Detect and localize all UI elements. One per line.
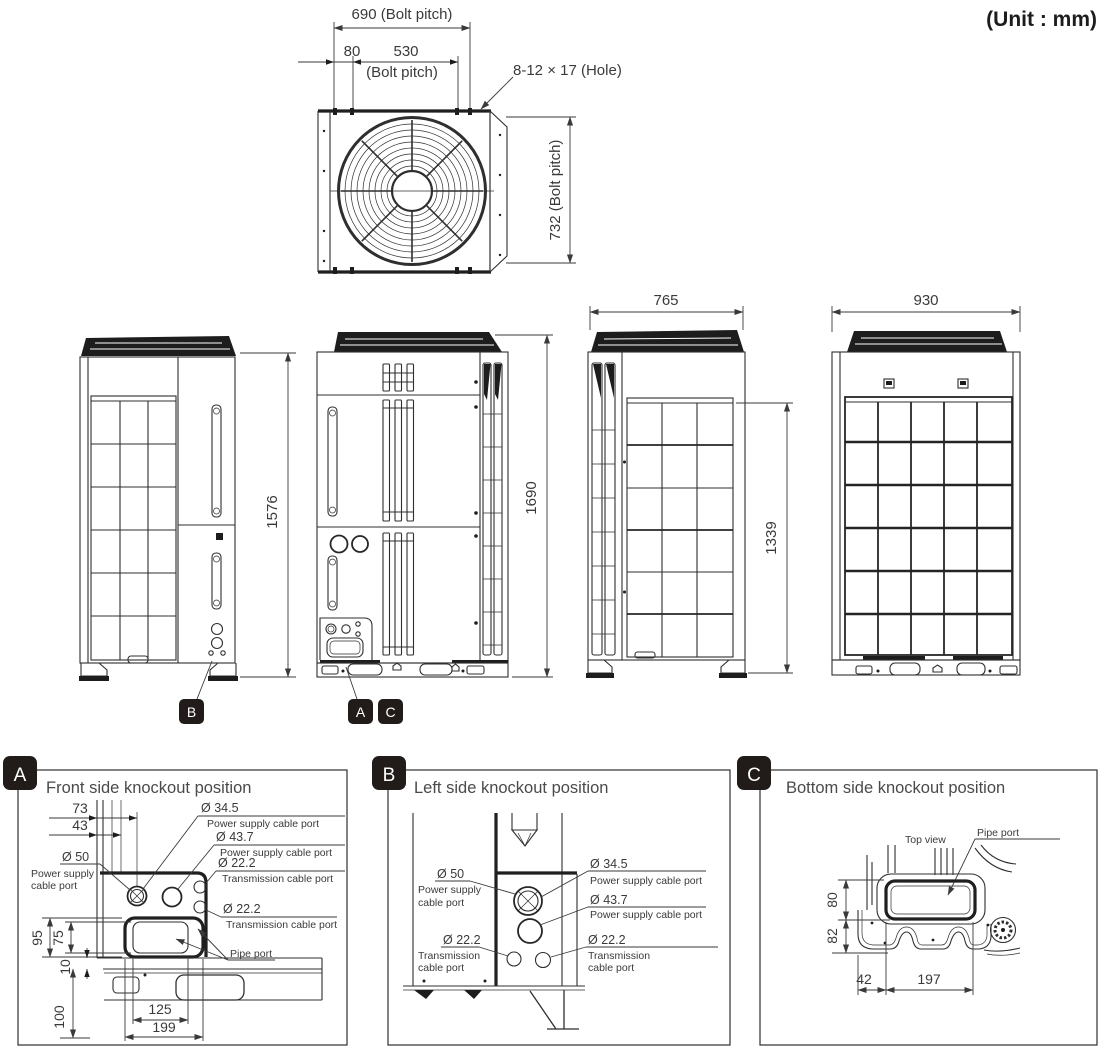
top-view: 690 (Bolt pitch) 80 530 (Bolt pitch) 8-1… bbox=[298, 6, 622, 274]
elevation-dimensions: 1576 1690 765 1339 930 bbox=[240, 292, 1021, 678]
dim-765: 765 bbox=[653, 292, 678, 309]
dim-80: 80 bbox=[344, 43, 361, 60]
dim-100: 100 bbox=[51, 1005, 67, 1029]
rear-view bbox=[831, 331, 1021, 676]
front-view bbox=[316, 332, 509, 678]
dim-95: 95 bbox=[29, 930, 45, 946]
panel-c-marker: C bbox=[747, 765, 761, 786]
panel-c-title: Bottom side knockout position bbox=[786, 779, 1005, 797]
side-view-left bbox=[79, 336, 238, 681]
front-louvers bbox=[382, 363, 415, 656]
panel-c-top-view-label: Top view bbox=[905, 834, 946, 846]
panel-b-label-d222-left: Ø 22.2 bbox=[443, 933, 481, 947]
panel-a-label-d345: Ø 34.5 bbox=[201, 801, 239, 815]
dim-80-c: 80 bbox=[824, 892, 840, 908]
view-markers: B A C bbox=[179, 660, 403, 724]
panel-b-badge bbox=[372, 756, 406, 790]
panel-b-label-d222-left-sub2: cable port bbox=[418, 962, 464, 974]
panel-b-label-d222-left-sub1: Transmission bbox=[418, 950, 480, 962]
panel-a-label-d50-sub1: Power supply bbox=[31, 868, 95, 880]
dim-43: 43 bbox=[72, 817, 88, 833]
dim-930: 930 bbox=[913, 292, 938, 309]
panel-b-label-d437-sub: Power supply cable port bbox=[590, 909, 702, 921]
front-side-vents bbox=[474, 362, 503, 656]
dim-690-bolt-pitch: 690 (Bolt pitch) bbox=[352, 6, 453, 23]
panel-a-label-d50-sub2: cable port bbox=[31, 880, 77, 892]
dim-530: 530 bbox=[393, 43, 418, 60]
panel-a-label-d345-sub: Power supply cable port bbox=[207, 818, 319, 830]
panel-b-label-d437: Ø 43.7 bbox=[590, 893, 628, 907]
panel-a-label-d222-1-sub: Transmission cable port bbox=[222, 873, 333, 885]
dim-1576: 1576 bbox=[264, 495, 281, 528]
panel-a-marker: A bbox=[14, 765, 27, 786]
panel-b-label-d50-sub1: Power supply bbox=[418, 884, 482, 896]
panel-c-badge bbox=[737, 756, 771, 790]
panel-a-label-d437-sub: Power supply cable port bbox=[220, 847, 332, 859]
top-view-dimensions: 690 (Bolt pitch) 80 530 (Bolt pitch) 8-1… bbox=[298, 6, 622, 264]
dim-82-c: 82 bbox=[824, 928, 840, 944]
dim-42-c: 42 bbox=[856, 971, 872, 987]
panel-b-label-d50-sub2: cable port bbox=[418, 897, 464, 909]
panel-b-marker: B bbox=[383, 765, 396, 786]
panel-b-title: Left side knockout position bbox=[414, 779, 608, 797]
marker-b-label: B bbox=[187, 704, 196, 720]
panel-c: C Bottom side knockout position Top view… bbox=[737, 756, 1098, 1046]
dim-197-c: 197 bbox=[917, 971, 941, 987]
panel-b: B Left side knockout position Ø 50 Power… bbox=[372, 756, 731, 1046]
panel-b-label-d222-right-sub2: cable port bbox=[588, 962, 634, 974]
panel-a-label-d437: Ø 43.7 bbox=[216, 830, 254, 844]
panel-a-badge bbox=[3, 756, 37, 790]
dim-1339: 1339 bbox=[763, 521, 780, 554]
panel-c-pipe-port-label: Pipe port bbox=[977, 827, 1019, 839]
dim-530-sub: (Bolt pitch) bbox=[366, 64, 438, 81]
panel-a-title: Front side knockout position bbox=[46, 779, 251, 797]
panel-a-label-d222-2: Ø 22.2 bbox=[223, 902, 261, 916]
dim-1690: 1690 bbox=[523, 481, 540, 514]
panel-a-label-pipe-port: Pipe port bbox=[230, 948, 272, 960]
marker-a-label: A bbox=[356, 704, 366, 720]
marker-c-label: C bbox=[385, 704, 395, 720]
panel-a-label-d50: Ø 50 bbox=[62, 850, 89, 864]
panel-b-label-d50: Ø 50 bbox=[437, 867, 464, 881]
dim-125: 125 bbox=[148, 1001, 172, 1017]
panel-b-label-d222-right: Ø 22.2 bbox=[588, 933, 626, 947]
fan-grille bbox=[330, 116, 494, 266]
dim-10: 10 bbox=[57, 959, 73, 975]
dim-199: 199 bbox=[152, 1019, 176, 1035]
panel-b-label-d345-sub: Power supply cable port bbox=[590, 875, 702, 887]
panel-b-label-d222-right-sub1: Transmission bbox=[588, 950, 650, 962]
panel-a-label-d222-2-sub: Transmission cable port bbox=[226, 919, 337, 931]
panel-a: A Front side knockout position 73 43 bbox=[3, 756, 348, 1046]
side-view-right bbox=[586, 330, 747, 678]
marker-c-badge bbox=[378, 699, 403, 724]
dim-75: 75 bbox=[50, 930, 66, 946]
dim-732-bolt-pitch: 732 (Bolt pitch) bbox=[547, 140, 564, 241]
right-side-vents bbox=[591, 362, 616, 656]
label-hole: 8-12 × 17 (Hole) bbox=[513, 62, 622, 79]
dim-73: 73 bbox=[72, 800, 88, 816]
marker-a-badge bbox=[348, 699, 373, 724]
panel-a-label-d222-1: Ø 22.2 bbox=[218, 856, 256, 870]
panel-b-label-d345: Ø 34.5 bbox=[590, 857, 628, 871]
marker-b-badge bbox=[179, 699, 204, 724]
unit-label: (Unit : mm) bbox=[986, 8, 1097, 31]
